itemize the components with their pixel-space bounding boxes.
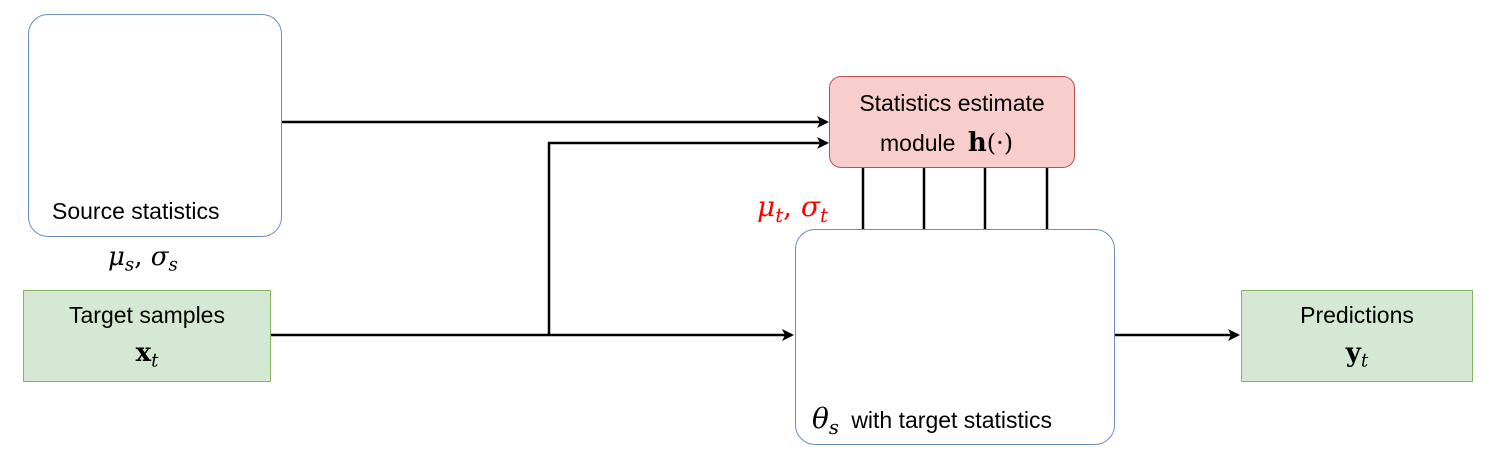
estimator-line2: module h(·) [880,128,1014,158]
source-statistics-math: μs, σs [108,242,178,276]
target-samples-box [23,290,271,382]
mu-t-symbol: μ [757,190,776,223]
mu-s-symbol: μ [108,242,125,272]
sigma-t-symbol: σ [800,190,821,223]
target-statistics-math: μt, σt [757,190,828,227]
model-label: θs with target statistics [812,402,1052,439]
model-box [795,229,1115,445]
source-statistics-label: Source statistics [52,198,220,224]
x-t-symbol: xt [135,338,159,372]
h-symbol: h [967,128,987,158]
y-t-symbol: yt [1345,338,1369,372]
sigma-s-symbol: σ [150,242,169,272]
theta-s-symbol: θs [812,402,839,439]
predictions-label: Predictions [1300,302,1414,328]
predictions-box [1241,290,1473,382]
source-statistics-box [28,14,282,237]
target-to-estimator-arrow [547,137,829,335]
estimator-line1: Statistics estimate [859,90,1045,116]
target-samples-label: Target samples [69,302,225,328]
statistics-estimate-module-box [829,76,1075,168]
